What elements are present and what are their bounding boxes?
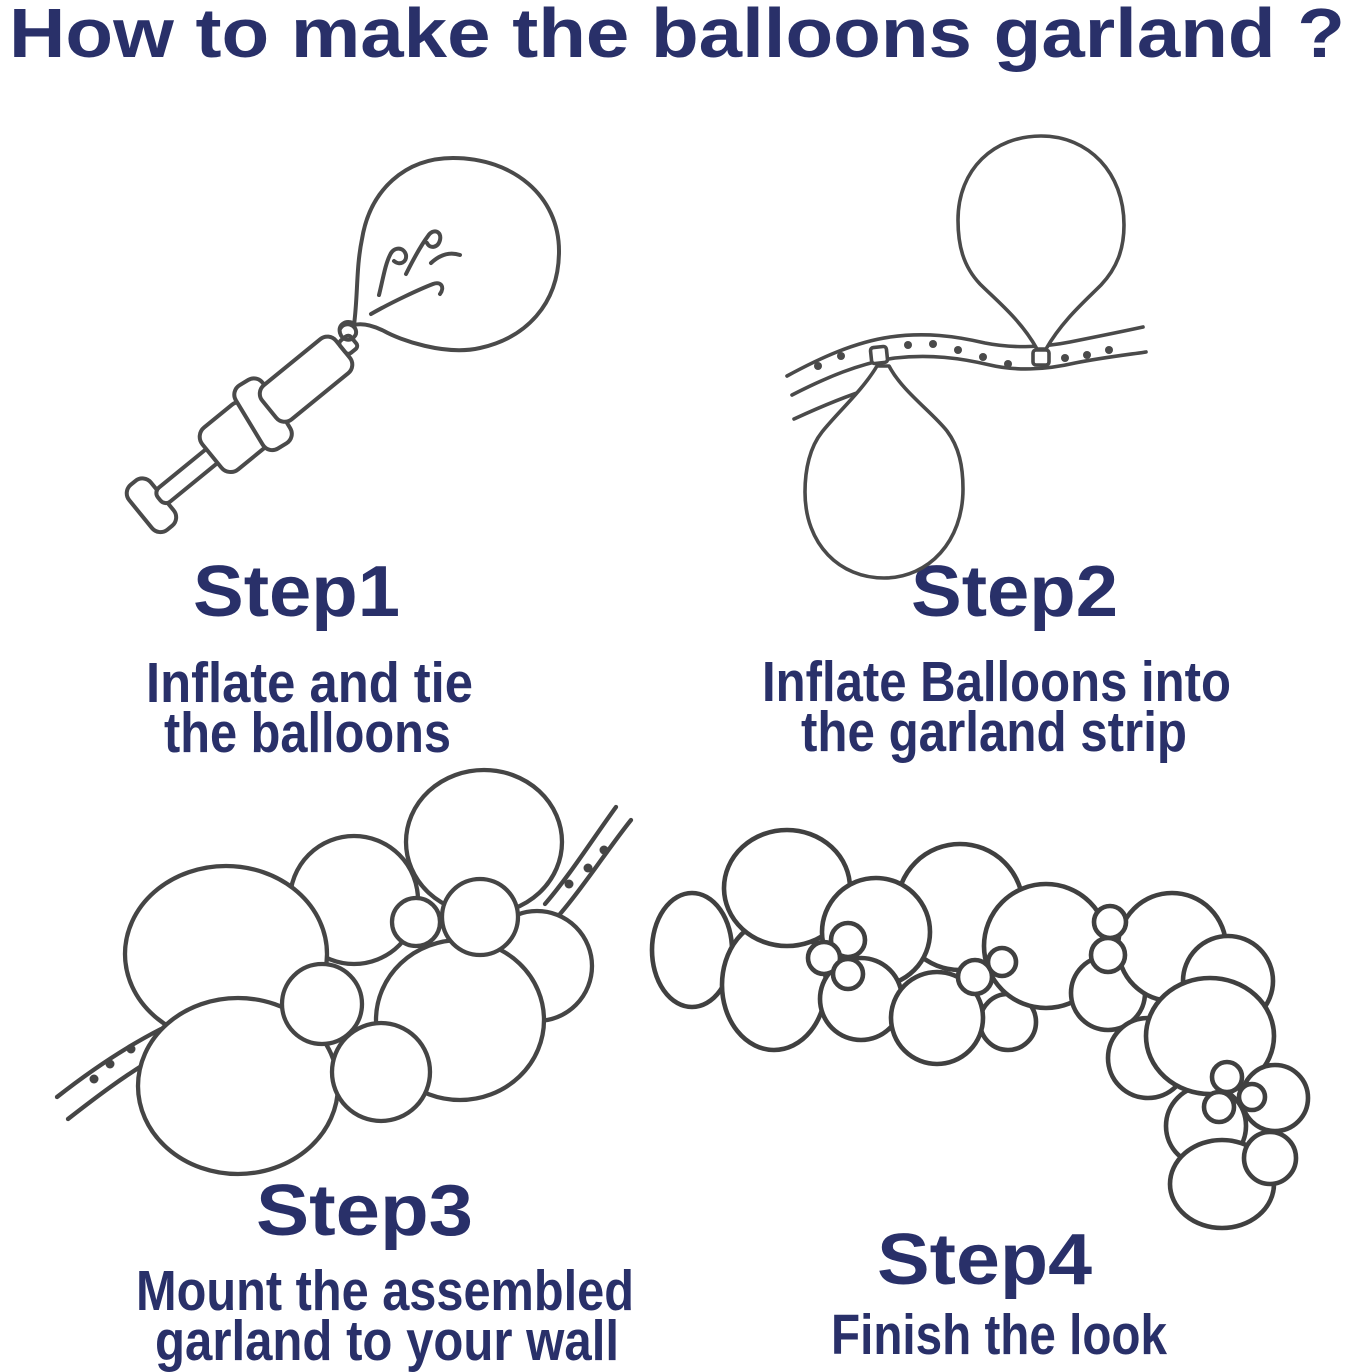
svg-text:Finish the look: Finish the look — [831, 1303, 1167, 1367]
svg-text:Mount the assembled: Mount the assembled — [136, 1259, 634, 1323]
svg-text:Step4: Step4 — [877, 1220, 1092, 1300]
svg-text:Inflate Balloons into: Inflate Balloons into — [762, 650, 1231, 714]
svg-text:Step2: Step2 — [911, 552, 1118, 632]
svg-text:garland to your wall: garland to your wall — [155, 1309, 619, 1372]
svg-text:the garland strip: the garland strip — [801, 700, 1187, 764]
svg-text:the balloons: the balloons — [164, 701, 451, 765]
svg-text:How to make the balloons garla: How to make the balloons garland ? — [9, 0, 1345, 72]
svg-text:Step1: Step1 — [193, 552, 400, 632]
svg-text:Inflate and tie: Inflate and tie — [146, 651, 473, 715]
svg-text:Step3: Step3 — [256, 1171, 473, 1251]
